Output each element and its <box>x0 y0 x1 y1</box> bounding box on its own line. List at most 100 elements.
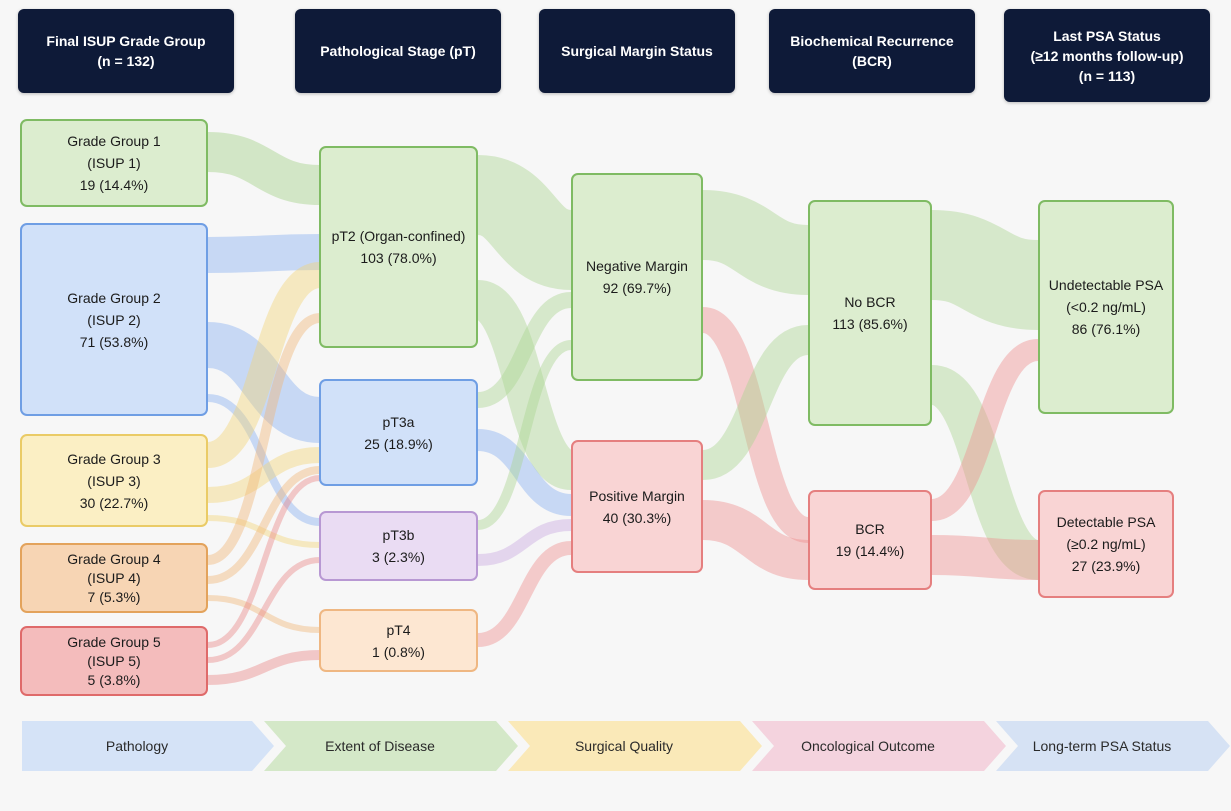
flow-gg5-pt3b <box>207 557 321 663</box>
node-undetectable-psa: Undetectable PSA (<0.2 ng/mL) 86 (76.1%) <box>1038 200 1174 414</box>
flow-gg3-pt3a <box>207 447 321 503</box>
node-label: Grade Group 5 <box>67 633 161 650</box>
flow-gg2-pt3b <box>207 394 321 526</box>
header-bcr: Biochemical Recurrence (BCR) <box>769 9 975 93</box>
phase-label: Surgical Quality <box>574 738 674 754</box>
phase-chevron-shape <box>264 721 518 771</box>
node-value: 25 (18.9%) <box>364 435 433 452</box>
node-label: pT3a <box>382 413 415 430</box>
node-detectable-psa: Detectable PSA (≥0.2 ng/mL) 27 (23.9%) <box>1038 490 1174 598</box>
node-value: 1 (0.8%) <box>372 643 425 660</box>
flow-pt3b-negative <box>476 340 573 530</box>
node-grade-group-5: Grade Group 5 (ISUP 5) 5 (3.8%) <box>20 626 208 696</box>
phase-chevron-shape <box>752 721 1006 771</box>
node-sublabel: (ISUP 4) <box>87 569 141 586</box>
node-value: 92 (69.7%) <box>602 280 672 296</box>
header-title: Pathological Stage (pT) <box>320 43 476 59</box>
node-grade-group-1: Grade Group 1 (ISUP 1) 19 (14.4%) <box>20 119 208 207</box>
node-value: 86 (76.1%) <box>1071 321 1141 337</box>
flow-gg5-pt4 <box>207 650 321 685</box>
node-sublabel: (ISUP 2) <box>87 311 141 328</box>
flow-pt3b-positive <box>477 519 572 566</box>
node-value: 113 (85.6%) <box>832 316 908 332</box>
header-title: Surgical Margin Status <box>561 43 713 59</box>
node-value: 19 (14.4%) <box>79 177 149 193</box>
node-grade-group-4: Grade Group 4 (ISUP 4) 7 (5.3%) <box>20 543 208 613</box>
phase-label: Oncological Outcome <box>801 738 935 754</box>
node-label: Grade Group 3 <box>67 450 161 467</box>
node-sublabel: (ISUP 5) <box>87 652 141 669</box>
flow-gg4-pt2 <box>207 313 321 565</box>
header-pathological-stage: Pathological Stage (pT) <box>295 9 501 93</box>
flow-gg5-pt3a <box>207 475 321 648</box>
flow-pt2-negative <box>474 155 575 290</box>
flow-gg2-pt3a <box>205 322 323 443</box>
node-value: 103 (78.0%) <box>360 250 437 266</box>
header-grade-group: Final ISUP Grade Group (n = 132) <box>18 9 234 93</box>
node-label: pT3b <box>382 527 415 543</box>
node-label: Grade Group 1 <box>67 133 161 149</box>
phase-chevron-shape <box>996 721 1230 771</box>
node-value: 7 (5.3%) <box>87 588 141 605</box>
flow-gg4-pt3a <box>207 466 321 584</box>
flow-negative-bcr <box>700 307 811 543</box>
node-value: 71 (53.8%) <box>79 333 149 350</box>
flow-bcr-undetectable <box>930 339 1040 521</box>
flow-pt3a-positive <box>476 429 573 516</box>
flow-gg4-pt4 <box>207 595 321 633</box>
node-positive-margin: Positive Margin 40 (30.3%) <box>571 440 703 573</box>
node-no-bcr: No BCR 113 (85.6%) <box>808 200 932 426</box>
flow-negative-nobcr <box>701 190 810 295</box>
node-value: 5 (3.8%) <box>87 671 141 688</box>
node-label: Grade Group 2 <box>67 289 161 306</box>
node-value: 19 (14.4%) <box>835 543 905 559</box>
header-title: Biochemical Recurrence <box>790 33 954 49</box>
node-stage-pt4: pT4 1 (0.8%) <box>319 609 478 672</box>
flow-positive-nobcr <box>700 325 811 480</box>
node-grade-group-3: Grade Group 3 (ISUP 3) 30 (22.7%) <box>20 434 208 527</box>
header-title: Last PSA Status <box>1053 27 1161 44</box>
node-stage-pt2: pT2 (Organ-confined) 103 (78.0%) <box>319 146 478 348</box>
flow-gg3-pt3b <box>207 515 321 548</box>
node-value: 3 (2.3%) <box>372 549 425 565</box>
node-value: 27 (23.9%) <box>1071 558 1141 574</box>
node-label: pT4 <box>386 621 411 638</box>
phase-long-term-psa: Long-term PSA Status <box>996 721 1208 771</box>
header-title: Final ISUP Grade Group <box>46 33 206 49</box>
flow-nobcr-undetectable <box>929 210 1041 330</box>
node-sublabel: (≥0.2 ng/mL) <box>1066 536 1146 552</box>
node-bcr: BCR 19 (14.4%) <box>808 490 932 590</box>
node-sublabel: (ISUP 3) <box>87 472 141 489</box>
phase-label: Long-term PSA Status <box>1032 738 1172 754</box>
phase-extent-of-disease: Extent of Disease <box>264 721 496 771</box>
header-subtitle: (≥12 months follow-up) <box>1030 47 1184 64</box>
node-label: Undetectable PSA <box>1048 277 1164 293</box>
node-label: Grade Group 4 <box>67 550 161 567</box>
node-label: Negative Margin <box>586 258 688 274</box>
flow-gg3-pt2 <box>205 262 323 468</box>
phase-oncological-outcome: Oncological Outcome <box>752 721 984 771</box>
header-subtitle: (BCR) <box>852 53 892 69</box>
flow-pt3a-negative <box>476 292 573 408</box>
node-value: 40 (30.3%) <box>602 509 672 526</box>
phase-label: Pathology <box>105 738 169 754</box>
header-count: (n = 113) <box>1078 67 1136 84</box>
flow-bcr-detectable <box>931 535 1039 580</box>
flow-nobcr-detectable <box>928 365 1042 580</box>
header-subtitle: (n = 132) <box>97 53 155 69</box>
node-negative-margin: Negative Margin 92 (69.7%) <box>571 173 703 381</box>
node-stage-pt3a: pT3a 25 (18.9%) <box>319 379 478 486</box>
node-label: Detectable PSA <box>1056 514 1156 530</box>
node-label: pT2 (Organ-confined) <box>331 228 466 244</box>
node-sublabel: (ISUP 1) <box>87 155 141 171</box>
header-last-psa: Last PSA Status (≥12 months follow-up) (… <box>1004 9 1210 102</box>
node-label: Positive Margin <box>589 487 685 504</box>
phase-surgical-quality: Surgical Quality <box>508 721 740 771</box>
phase-pathology: Pathology <box>22 721 252 771</box>
header-surgical-margin: Surgical Margin Status <box>539 9 735 93</box>
flow-positive-bcr <box>701 500 810 580</box>
node-sublabel: (<0.2 ng/mL) <box>1066 299 1146 315</box>
node-stage-pt3b: pT3b 3 (2.3%) <box>319 511 478 581</box>
flow-pt4-positive <box>477 541 572 647</box>
